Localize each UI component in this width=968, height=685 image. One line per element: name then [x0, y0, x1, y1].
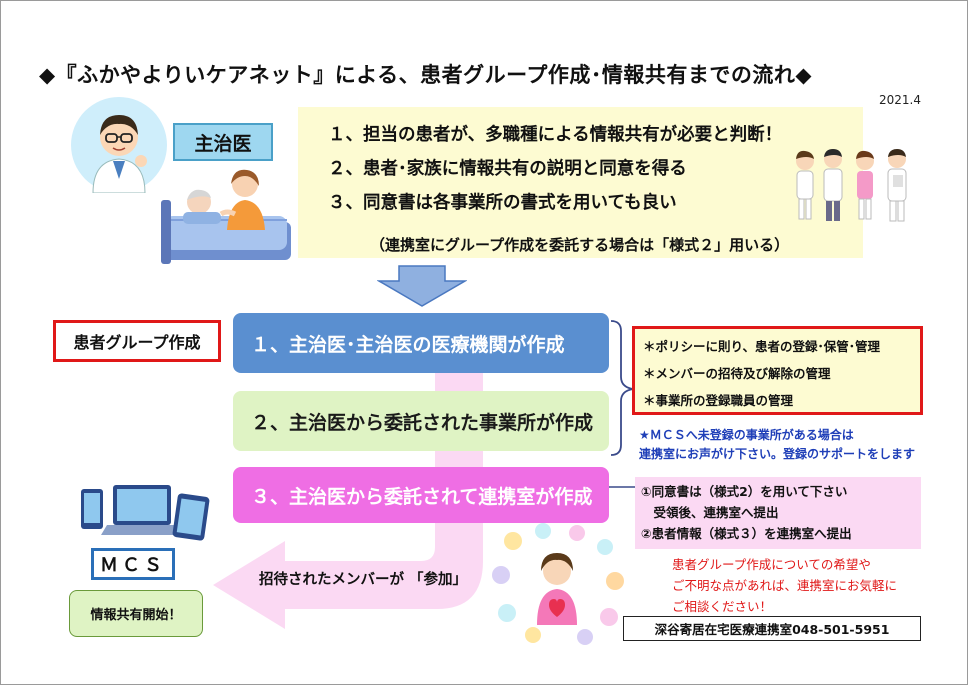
steps-note: （連携室にグループ作成を委託する場合は「様式２」用いる）	[370, 236, 790, 254]
staff-group-icon	[796, 149, 907, 222]
duty-item: ＊メンバーの招待及び解除の管理	[643, 366, 831, 381]
steps-panel: １、担当の患者が、多職種による情報共有が必要と判断！ ２、患者･家族に情報共有の…	[298, 107, 863, 258]
medical-staff-illustration	[789, 147, 919, 227]
date-label: 2021.4	[879, 93, 921, 107]
down-arrow-icon	[376, 265, 468, 311]
devices-illustration	[79, 481, 211, 551]
duties-panel: ＊ポリシーに則り、患者の登録･保管･管理 ＊メンバーの招待及び解除の管理 ＊事業…	[632, 326, 923, 415]
connector-icon	[609, 477, 635, 497]
contact-note: 患者グループ作成についての希望や ご不明な点があれば、連携室にお気軽に ご相談く…	[672, 554, 897, 617]
contact-note-line: ご不明な点があれば、連携室にお気軽に	[672, 578, 898, 593]
patient-group-label: 患者グループ作成	[53, 320, 221, 362]
mcs-label: ＭＣＳ	[91, 548, 175, 580]
contact-info: 深谷寄居在宅医療連携室048-501-5951	[623, 616, 921, 641]
creator-option-1: １、主治医･主治医の医療機関が作成	[233, 313, 609, 373]
consent-step: 受領後、連携室へ提出	[641, 505, 779, 520]
support-staff-illustration	[491, 523, 625, 651]
duty-item: ＊事業所の登録職員の管理	[643, 393, 794, 408]
return-arrow-icon	[213, 371, 483, 629]
heart-staff-icon	[492, 523, 624, 645]
step-item: １、担当の患者が、多職種による情報共有が必要と判断！	[328, 125, 783, 145]
step-item: ３、同意書は各事業所の書式を用いても良い	[328, 193, 677, 213]
doctor-illustration	[71, 97, 167, 194]
contact-note-line: ご相談ください！	[672, 599, 773, 614]
consent-step: ②患者情報（様式３）を連携室へ提出	[641, 526, 852, 541]
contact-note-line: 患者グループ作成についての希望や	[672, 557, 871, 572]
bedside-care-icon	[161, 169, 291, 264]
doctor-icon	[92, 115, 147, 194]
member-join-label: 招待されたメンバーが 「参加」	[259, 572, 468, 588]
page-title: ◆『ふかやよりいケアネット』による、患者グループ作成･情報共有までの流れ◆	[39, 63, 812, 87]
consent-panel: ①同意書は（様式2）を用いて下さい 受領後、連携室へ提出 ②患者情報（様式３）を…	[635, 477, 921, 549]
info-sharing-start-label: 情報共有開始！	[69, 590, 203, 637]
mcs-note-line: 連携室にお声がけ下さい。登録のサポートをします	[639, 447, 916, 461]
creator-option-2: ２、主治医から委託された事業所が作成	[233, 391, 609, 451]
flow-arrow-to-mcs	[211, 371, 511, 645]
creator-option-3: ３、主治医から委託されて連携室が作成	[233, 467, 609, 523]
consent-step: ①同意書は（様式2）を用いて下さい	[641, 484, 848, 499]
devices-icon	[81, 485, 210, 541]
duty-item: ＊ポリシーに則り、患者の登録･保管･管理	[643, 339, 881, 354]
mcs-note-line: ★ＭＣＳへ未登録の事業所がある場合は	[639, 428, 854, 442]
mcs-registration-note: ★ＭＣＳへ未登録の事業所がある場合は 連携室にお声がけ下さい。登録のサポートをし…	[639, 426, 915, 464]
step-item: ２、患者･家族に情報共有の説明と同意を得る	[328, 159, 687, 179]
doctor-label: 主治医	[173, 123, 273, 161]
bed-care-illustration	[159, 164, 295, 276]
